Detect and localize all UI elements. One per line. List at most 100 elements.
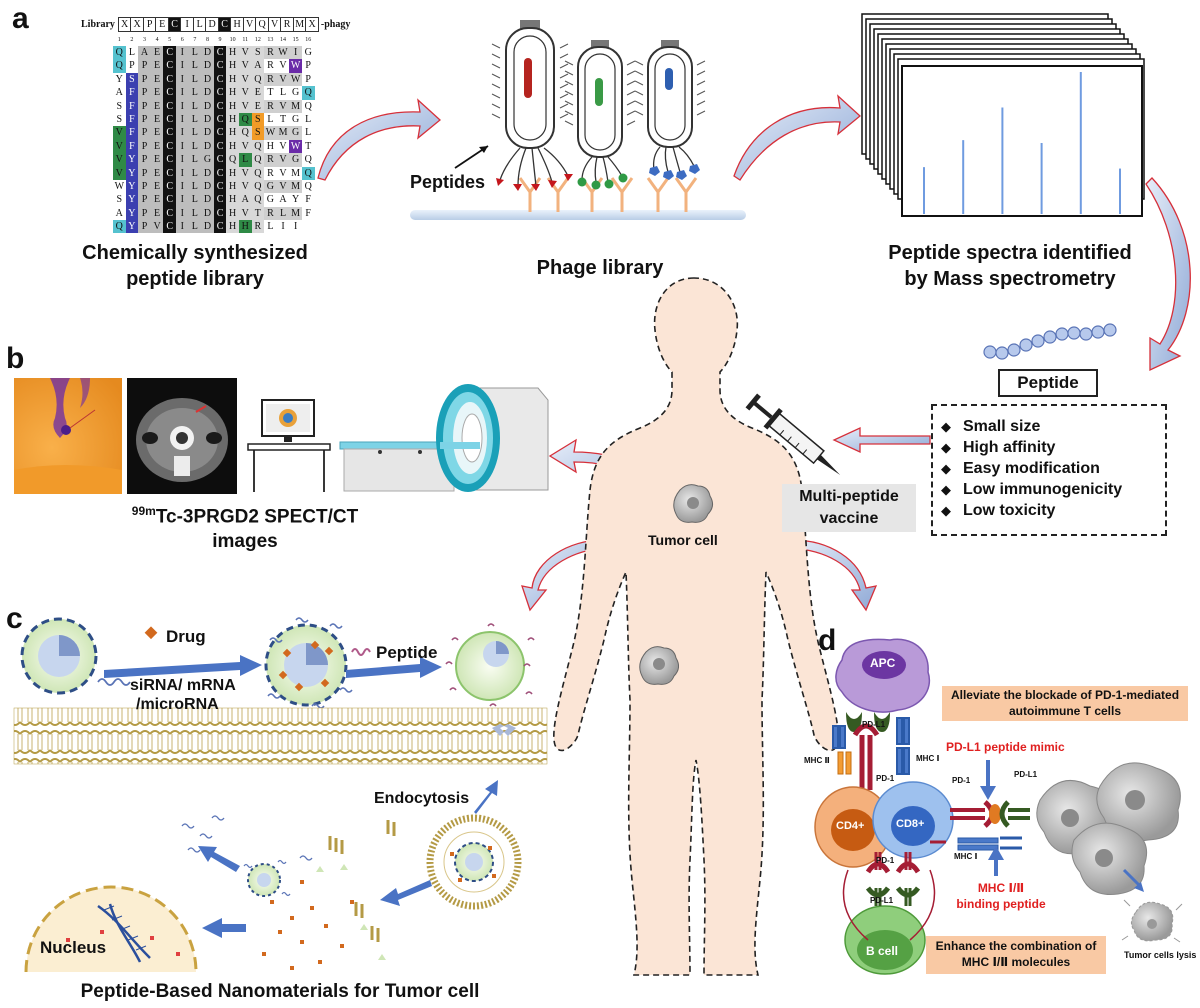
library-cell: L xyxy=(188,179,202,194)
library-cell: D xyxy=(201,99,214,113)
syringe-icon xyxy=(745,393,841,475)
library-cell: F xyxy=(125,99,139,113)
library-header-cell: D xyxy=(205,17,219,32)
library-cell: L xyxy=(188,220,202,234)
library-cell: C xyxy=(163,166,176,180)
library-cell: D xyxy=(201,206,214,221)
library-cell: E xyxy=(150,206,164,221)
note-bottom-line2: MHC Ⅰ/Ⅱ molecules xyxy=(961,955,1071,969)
library-cell: C xyxy=(163,112,176,127)
drug-label: Drug xyxy=(166,627,206,646)
library-cell: C xyxy=(213,193,227,207)
endosome xyxy=(426,814,522,910)
ms-caption: Peptide spectra identified by Mass spect… xyxy=(870,240,1150,292)
pd1-label-right: PD-1 xyxy=(952,776,971,785)
peptide-box: Peptide xyxy=(998,369,1098,397)
nanomaterial-pathway xyxy=(13,617,548,973)
peptide-label-c: Peptide xyxy=(376,643,438,662)
bullet-diamond-icon: ◆ xyxy=(941,482,951,497)
pd1-label-bottom: PD-1 xyxy=(876,856,895,865)
library-cell: I xyxy=(175,153,189,167)
library-cell: R xyxy=(264,153,277,167)
library-cell: H xyxy=(226,72,239,87)
library-cell: H xyxy=(238,220,252,234)
library-cell: I xyxy=(276,220,290,234)
library-header-cell: L xyxy=(192,17,207,32)
phage-caption: Phage library xyxy=(536,257,664,279)
library-cell: L xyxy=(188,139,202,154)
library-cell: E xyxy=(150,99,164,113)
nano-caption: Peptide-Based Nanomaterials for Tumor ce… xyxy=(80,981,480,1002)
nucleus-label: Nucleus xyxy=(40,938,107,957)
tumor-cell-label: Tumor cell xyxy=(648,532,718,548)
panel-letter-d: d xyxy=(818,624,837,657)
property-item: ◆High affinity xyxy=(941,437,1165,458)
library-cell: W xyxy=(289,59,302,73)
library-cell: C xyxy=(213,139,227,154)
panel-letter-a: a xyxy=(12,2,29,35)
library-cell: I xyxy=(175,112,189,127)
library-cell: V xyxy=(276,72,290,87)
library-cell: Q xyxy=(113,46,126,60)
library-cell: C xyxy=(163,206,176,221)
immune-mechanism xyxy=(814,638,1183,975)
library-cell: Q xyxy=(251,179,265,194)
library-header-label: Library xyxy=(81,19,115,30)
library-cell: D xyxy=(201,126,214,140)
library-cell: C xyxy=(163,220,176,234)
spect-image xyxy=(14,378,122,494)
library-cell: P xyxy=(138,126,151,140)
library-cell: L xyxy=(188,99,202,113)
peptide-nanoparticle xyxy=(445,623,535,707)
library-cell: I xyxy=(175,179,189,194)
library-cell: E xyxy=(150,193,164,207)
column-number: 8 xyxy=(205,37,209,43)
property-item: ◆Low immunogenicity xyxy=(941,479,1165,500)
note-top: Alleviate the blockade of PD-1-mediated … xyxy=(942,686,1188,721)
human-body xyxy=(553,277,839,976)
library-cell: L xyxy=(188,153,202,167)
library-cell: L xyxy=(188,206,202,221)
library-cell: S xyxy=(113,193,126,207)
library-cell: F xyxy=(125,112,139,127)
library-cell: Q xyxy=(251,193,265,207)
library-cell: M xyxy=(289,166,302,180)
binding-surface xyxy=(410,210,746,220)
library-cell: P xyxy=(138,179,151,194)
library-cell: H xyxy=(264,139,277,154)
loaded-nanoparticle xyxy=(264,617,353,709)
library-cell: M xyxy=(276,126,290,140)
column-number: 14 xyxy=(280,37,287,43)
library-cell: I xyxy=(289,46,302,60)
library-cell: V xyxy=(238,72,252,87)
library-cell: H xyxy=(226,179,239,194)
library-cell: F xyxy=(125,126,139,140)
library-cell: V xyxy=(276,59,290,73)
panel-letter-c: c xyxy=(6,602,23,635)
library-cell: C xyxy=(213,46,227,60)
library-cell: C xyxy=(163,46,176,60)
bullet-diamond-icon: ◆ xyxy=(941,461,951,476)
tumor-cell-chest xyxy=(673,484,714,523)
library-cell: P xyxy=(138,206,151,221)
library-cell: V xyxy=(238,99,252,113)
library-cell: S xyxy=(251,112,265,127)
library-cell: Y xyxy=(125,220,139,234)
library-cell: H xyxy=(226,166,239,180)
released-payload xyxy=(255,820,396,970)
library-cell: R xyxy=(264,99,277,113)
library-header-cell: C xyxy=(167,17,182,32)
library-cell: Y xyxy=(289,193,302,207)
library-cell: R xyxy=(264,166,277,180)
property-text: High affinity xyxy=(963,439,1056,456)
library-header-cell: Q xyxy=(255,17,269,32)
library-cell: D xyxy=(201,72,214,87)
ms-caption-line2: by Mass spectrometry xyxy=(904,268,1116,290)
